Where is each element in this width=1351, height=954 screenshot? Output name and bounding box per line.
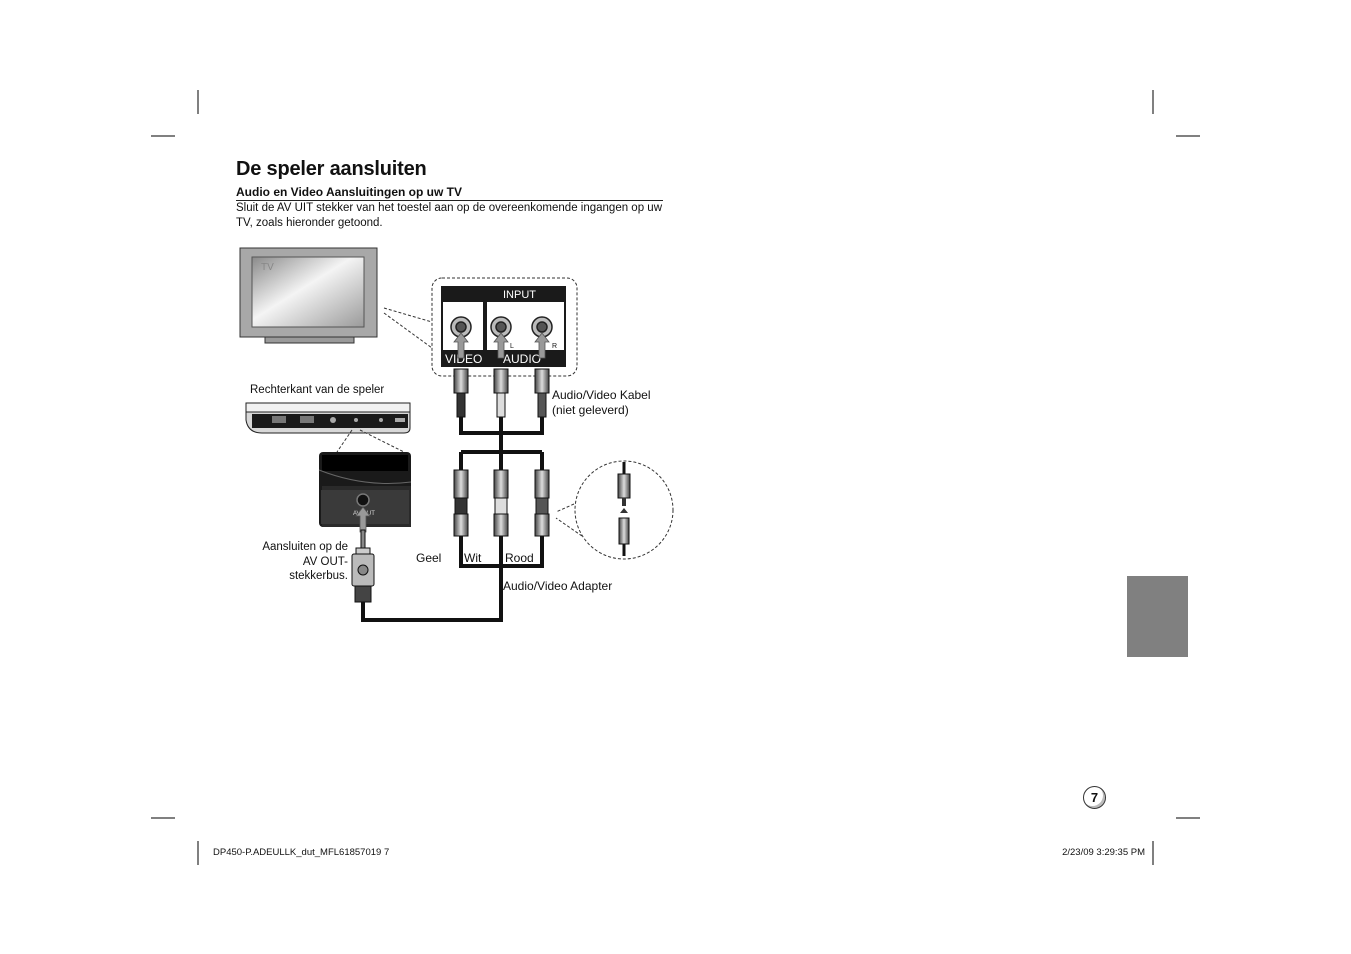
color-red-label: Rood — [505, 551, 534, 565]
plug-detail-zoom — [555, 460, 674, 560]
page-number: 7 — [1083, 786, 1106, 809]
connect-label-line3: stekkerbus. — [289, 570, 348, 582]
footer-file-info: DP450-P.ADEULLK_dut_MFL61857019 7 — [213, 847, 390, 858]
rca-plugs-top — [453, 368, 550, 418]
connect-label-line1: Aansluiten op de — [262, 541, 348, 553]
tv-input-panel: INPUT VIDEO AUDIO L R — [431, 277, 578, 377]
input-label: INPUT — [503, 289, 536, 301]
adapter-rca-sockets — [453, 469, 550, 537]
av-mini-plug — [351, 529, 375, 603]
cable-label-line1: Audio/Video Kabel — [552, 388, 651, 402]
section-tab — [1127, 576, 1188, 657]
section-subtitle: Audio en Video Aansluitingen op uw TV — [236, 185, 663, 201]
tv-label: TV — [261, 262, 274, 273]
av-out-closeup: AV OUT — [318, 452, 412, 533]
player-side-illustration — [245, 402, 411, 453]
color-white-label: Wit — [464, 551, 482, 565]
tv-illustration: TV — [239, 247, 378, 344]
footer-timestamp: 2/23/09 3:29:35 PM — [1062, 847, 1145, 858]
left-channel-label: L — [510, 343, 514, 350]
video-label: VIDEO — [445, 352, 482, 366]
intro-paragraph: Sluit de AV UIT stekker van het toestel … — [236, 202, 662, 229]
cable-label-line2: (niet geleverd) — [552, 403, 629, 417]
connect-label-line2: AV OUT- — [302, 556, 348, 568]
right-channel-label: R — [552, 343, 557, 350]
page-title: De speler aansluiten — [236, 158, 427, 180]
color-yellow-label: Geel — [416, 551, 442, 565]
audio-label: AUDIO — [503, 352, 541, 366]
player-side-label: Rechterkant van de speler — [250, 384, 385, 396]
adapter-label: Audio/Video Adapter — [503, 579, 613, 593]
